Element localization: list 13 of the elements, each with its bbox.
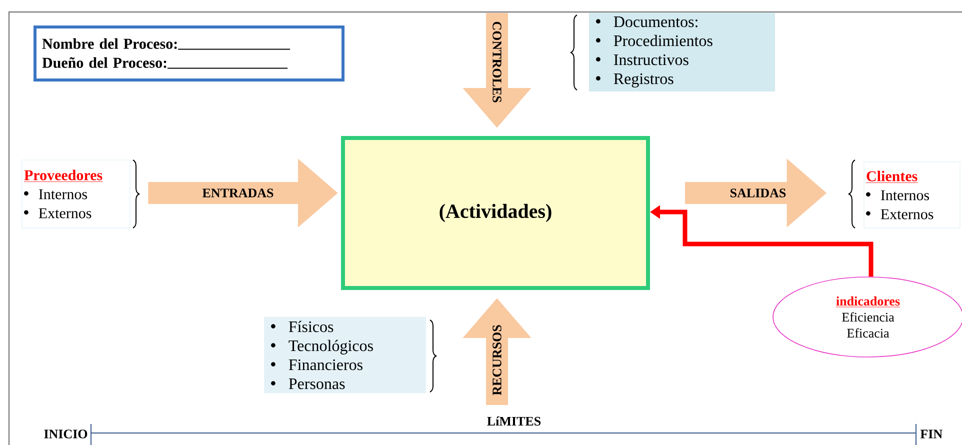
edge-label: CONTROLES — [492, 20, 502, 104]
resource-list: Físicos Tecnológicos Financieros Personas — [264, 316, 426, 394]
edge-label: ENTRADAS — [201, 188, 275, 198]
process-header-box: Nombre del Proceso: Dueño del Proceso: — [34, 26, 344, 82]
boundary-label: INICIO — [44, 430, 88, 438]
boundary-label: LíMITES — [487, 416, 541, 426]
edge-label: RECURSOS — [492, 324, 502, 396]
process-box: (Actividades) — [341, 136, 650, 290]
edge-label: SALIDAS — [728, 188, 788, 198]
control-list: Documentos: Procedimientos Instructivos Registros — [589, 12, 775, 92]
client-list: Clientes Internos Externos — [864, 162, 960, 228]
supplier-list: Proveedores Internos Externos — [22, 160, 130, 228]
boundary-label: FIN — [920, 430, 942, 438]
